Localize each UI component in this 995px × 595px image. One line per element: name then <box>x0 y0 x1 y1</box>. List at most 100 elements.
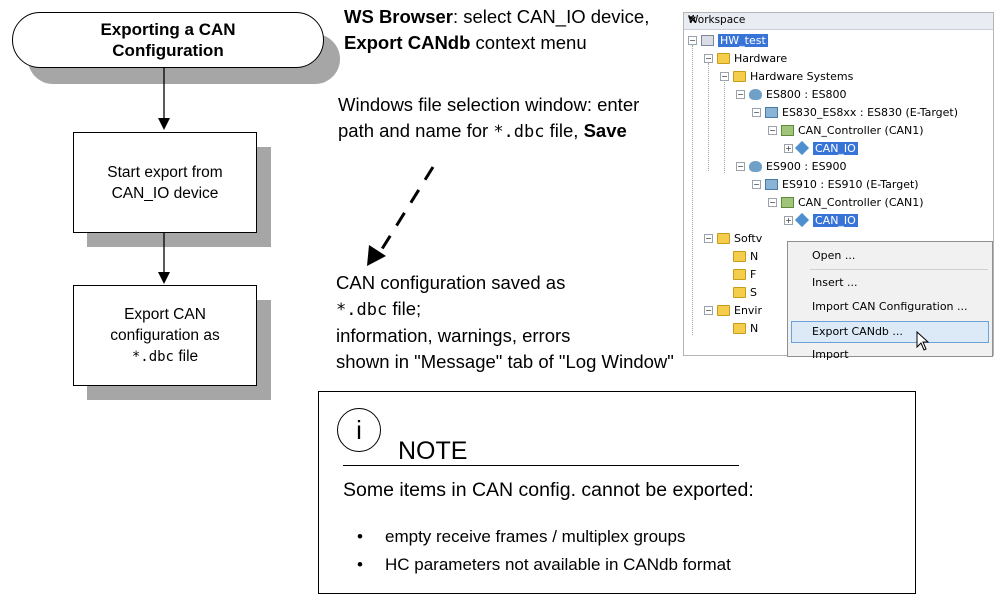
step2-box: Export CAN configuration as *.dbc file <box>73 285 257 386</box>
tree-item-can-controller-1[interactable]: − CAN_Controller (CAN1) <box>768 122 924 138</box>
arrow-down-1 <box>158 68 170 130</box>
tree-item-sw-1[interactable]: N <box>733 248 758 264</box>
module-icon <box>765 178 778 190</box>
info-icon-glyph: i <box>356 414 362 445</box>
menu-separator <box>810 269 988 270</box>
folder-icon <box>733 70 746 82</box>
workspace-titlebar: Workspace ▾ × <box>684 13 993 30</box>
menu-item-import-can-configuration[interactable]: Import CAN Configuration ... <box>812 300 968 313</box>
save-text: Save <box>583 120 627 141</box>
pin-icon[interactable]: ▾ <box>688 14 693 24</box>
menu-item-open[interactable]: Open ... <box>812 249 856 262</box>
d3-text-4: shown in "Message" tab of "Log Window" <box>336 351 674 372</box>
bullet-glyph: • <box>357 527 363 546</box>
tree-item-es800[interactable]: − ES800 : ES800 <box>736 86 847 102</box>
step2-label: Export CAN configuration as *.dbc file <box>95 304 235 368</box>
tree-item-can-io-1[interactable]: + CAN_IO <box>784 140 858 156</box>
collapse-icon[interactable]: − <box>704 53 713 63</box>
note-bullet-1: • empty receive frames / multiplex groups <box>357 527 685 547</box>
tree-item-es900[interactable]: − ES900 : ES900 <box>736 158 847 174</box>
can-io-icon <box>794 140 810 156</box>
folder-icon <box>717 232 730 244</box>
collapse-icon[interactable]: − <box>752 107 761 117</box>
expand-icon[interactable]: + <box>784 215 793 225</box>
tree-item-es830[interactable]: − ES830_ES8xx : ES830 (E-Target) <box>752 104 958 120</box>
collapse-icon[interactable]: − <box>736 89 745 99</box>
description-3: CAN configuration saved as *.dbc file; i… <box>336 270 786 375</box>
tree-item-sw-3[interactable]: S <box>733 284 757 300</box>
folder-icon <box>717 304 730 316</box>
tree-item-can-controller-2[interactable]: − CAN_Controller (CAN1) <box>768 194 924 210</box>
tree-label: CAN_Controller (CAN1) <box>798 123 924 137</box>
bullet-text: empty receive frames / multiplex groups <box>385 527 686 546</box>
tree-label: HW_test <box>718 33 768 47</box>
tree-item-sw-2[interactable]: F <box>733 266 756 282</box>
tree-item-hardware[interactable]: − Hardware <box>704 50 787 66</box>
export-candb-text: Export CANdb <box>344 32 471 53</box>
device-icon <box>749 88 762 100</box>
step2-text-b: file <box>178 347 199 365</box>
collapse-icon[interactable]: − <box>688 35 697 45</box>
collapse-icon[interactable]: − <box>704 305 713 315</box>
d1-text-2: context menu <box>470 32 587 53</box>
collapse-icon[interactable]: − <box>736 161 745 171</box>
device-icon <box>749 160 762 172</box>
tree-label: CAN_Controller (CAN1) <box>798 195 924 209</box>
d3-text-2: file; <box>387 298 422 319</box>
d2-text-1: Windows file selection window: enter pat… <box>338 94 640 141</box>
note-box: i NOTE Some items in CAN config. cannot … <box>318 391 916 594</box>
tree-label: Softv <box>734 231 763 245</box>
folder-icon <box>733 322 746 334</box>
tree-item-software[interactable]: − Softv <box>704 230 762 246</box>
d3-code: *.dbc <box>336 300 388 320</box>
tree-label: CAN_IO <box>813 141 858 155</box>
d2-text-2: file, <box>544 120 584 141</box>
bullet-text: HC parameters not available in CANdb for… <box>385 555 731 574</box>
tree-label: ES830_ES8xx : ES830 (E-Target) <box>782 105 959 119</box>
tree-guide <box>708 63 709 171</box>
step2-text-a: Export CAN configuration as <box>110 305 220 344</box>
tree-item-env-1[interactable]: N <box>733 320 758 336</box>
collapse-icon[interactable]: − <box>768 125 777 135</box>
collapse-icon[interactable]: − <box>768 197 777 207</box>
tree-label: ES910 : ES910 (E-Target) <box>782 177 919 191</box>
tree-item-hardware-systems[interactable]: − Hardware Systems <box>720 68 853 84</box>
controller-icon <box>781 124 794 136</box>
menu-item-import[interactable]: Import <box>812 348 849 361</box>
note-title: NOTE <box>398 437 468 465</box>
collapse-icon[interactable]: − <box>704 233 713 243</box>
tree-guide <box>692 45 693 335</box>
can-io-icon <box>794 212 810 228</box>
bullet-glyph: • <box>357 555 363 574</box>
d2-code: *.dbc <box>493 122 545 142</box>
note-divider <box>343 465 739 467</box>
start-terminal-label: Exporting a CAN Configuration <box>100 20 236 60</box>
note-bullet-2: • HC parameters not available in CANdb fo… <box>357 555 731 575</box>
step1-box: Start export from CAN_IO device <box>73 132 257 233</box>
folder-icon <box>733 286 746 298</box>
tree-item-es910[interactable]: − ES910 : ES910 (E-Target) <box>752 176 919 192</box>
expand-icon[interactable]: + <box>784 143 793 153</box>
d3-text-3: information, warnings, errors <box>336 325 571 346</box>
tree-item-environment[interactable]: − Envir <box>704 302 762 318</box>
module-icon <box>765 106 778 118</box>
close-icon[interactable]: × <box>688 13 698 26</box>
tree-label: S <box>750 285 757 299</box>
tree-item-hw-test[interactable]: − HW_test <box>688 32 768 48</box>
info-icon: i <box>337 408 381 452</box>
note-text: Some items in CAN config. cannot be expo… <box>343 479 754 501</box>
menu-item-export-candb[interactable]: Export CANdb ... <box>812 325 903 338</box>
tree-label: F <box>750 267 757 281</box>
step1-label: Start export from CAN_IO device <box>107 163 223 202</box>
menu-item-insert[interactable]: Insert ... <box>812 276 858 289</box>
workspace-icon <box>701 34 714 46</box>
tree-label: Hardware <box>734 51 788 65</box>
folder-icon <box>733 250 746 262</box>
d3-line-2: *.dbc file; <box>336 296 786 323</box>
collapse-icon[interactable]: − <box>720 71 729 81</box>
start-terminal: Exporting a CAN Configuration <box>12 12 324 68</box>
description-1: WS Browser: select CAN_IO device, Export… <box>344 4 680 56</box>
tree-item-can-io-2[interactable]: + CAN_IO <box>784 212 858 228</box>
folder-icon <box>717 52 730 64</box>
collapse-icon[interactable]: − <box>752 179 761 189</box>
